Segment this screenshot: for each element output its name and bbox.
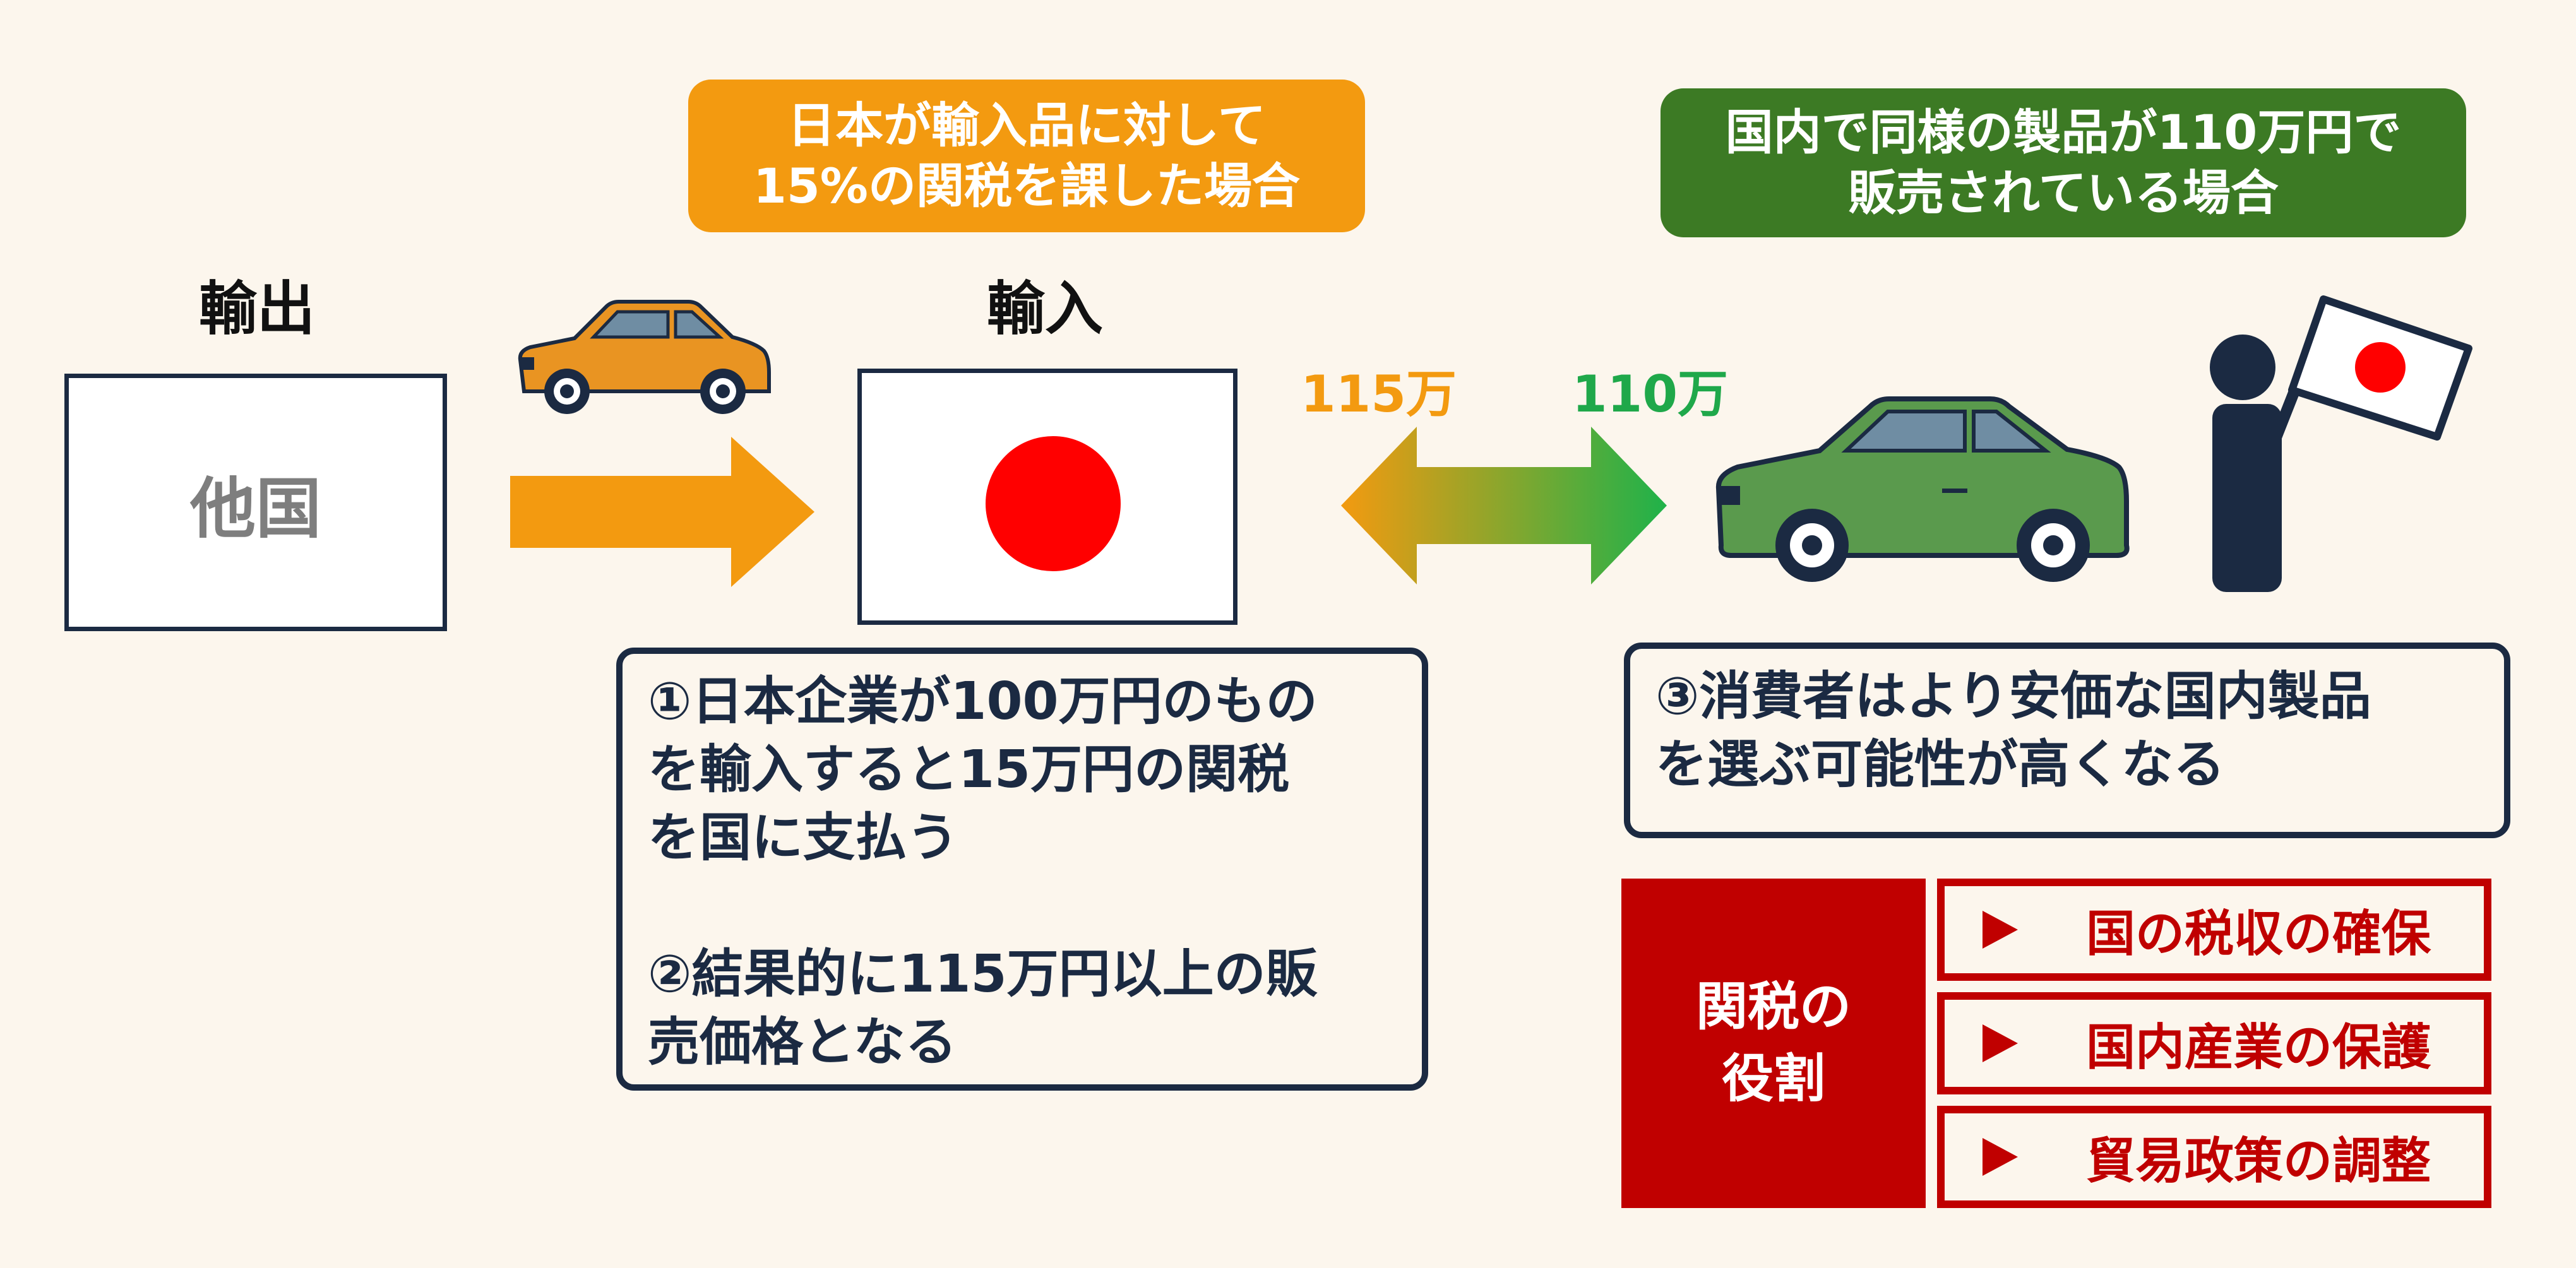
consumer-choice-box: ③消費者はより安価な国内製品 を選ぶ可能性が高くなる <box>1624 643 2510 838</box>
info3-line-1: ③消費者はより安価な国内製品 <box>1655 667 2371 726</box>
domestic-price-label: 110万 <box>1572 365 1728 424</box>
person-with-flag-icon <box>2210 295 2472 592</box>
flag-sun <box>986 436 1121 571</box>
roles-title-line-1: 関税の <box>1695 977 1851 1037</box>
triangle-bullet-icon <box>1983 1024 2018 1062</box>
tariff-banner-line-1: 日本が輸入品に対して <box>787 97 1266 153</box>
domestic-banner-line-1: 国内で同様の製品が110万円で <box>1725 104 2402 160</box>
roles-title-line-2: 役割 <box>1721 1049 1825 1109</box>
triangle-bullet-icon <box>1983 1138 2018 1176</box>
role-item-industry-protection: 国内産業の保護 <box>1937 992 2491 1094</box>
tariff-explanation-box: ①日本企業が100万円のもの を輸入すると15万円の関税 を国に支払う ②結果的… <box>616 648 1428 1091</box>
role-item-label: 国内産業の保護 <box>2086 1019 2431 1076</box>
import-heading: 輸入 <box>986 275 1103 343</box>
other-country-box: 他国 <box>64 374 447 631</box>
info1-line-5: 売価格となる <box>648 1012 957 1072</box>
domestic-condition-banner: 国内で同様の製品が110万円で 販売されている場合 <box>1661 88 2466 237</box>
role-item-trade-policy: 貿易政策の調整 <box>1937 1106 2491 1208</box>
role-item-tax-revenue: 国の税収の確保 <box>1937 879 2491 981</box>
info1-line-2: を輸入すると15万円の関税 <box>648 740 1290 800</box>
role-item-label: 国の税収の確保 <box>2086 906 2431 963</box>
tariff-roles-title: 関税の 役割 <box>1621 879 1926 1208</box>
triangle-bullet-icon <box>1983 911 2018 949</box>
right-arrow-icon <box>510 437 814 587</box>
info1-line-3: を国に支払う <box>648 808 959 868</box>
double-arrow-icon <box>1341 427 1667 584</box>
orange-car-icon <box>518 300 771 414</box>
tariff-banner-line-2: 15%の関税を課した場合 <box>753 158 1300 214</box>
green-car-icon <box>1715 396 2130 582</box>
info1-line-1: ①日本企業が100万円のもの <box>648 672 1318 732</box>
tariff-condition-banner: 日本が輸入品に対して 15%の関税を課した場合 <box>688 80 1365 232</box>
other-country-label: 他国 <box>189 470 321 547</box>
import-price-label: 115万 <box>1301 365 1457 424</box>
export-heading: 輸出 <box>198 275 315 343</box>
japan-flag-icon <box>857 369 1237 625</box>
role-item-label: 貿易政策の調整 <box>2086 1133 2431 1190</box>
info1-line-4: ②結果的に115万円以上の販 <box>648 944 1318 1004</box>
info3-line-2: を選ぶ可能性が高くなる <box>1655 735 2226 795</box>
domestic-banner-line-2: 販売されている場合 <box>1848 165 2279 221</box>
